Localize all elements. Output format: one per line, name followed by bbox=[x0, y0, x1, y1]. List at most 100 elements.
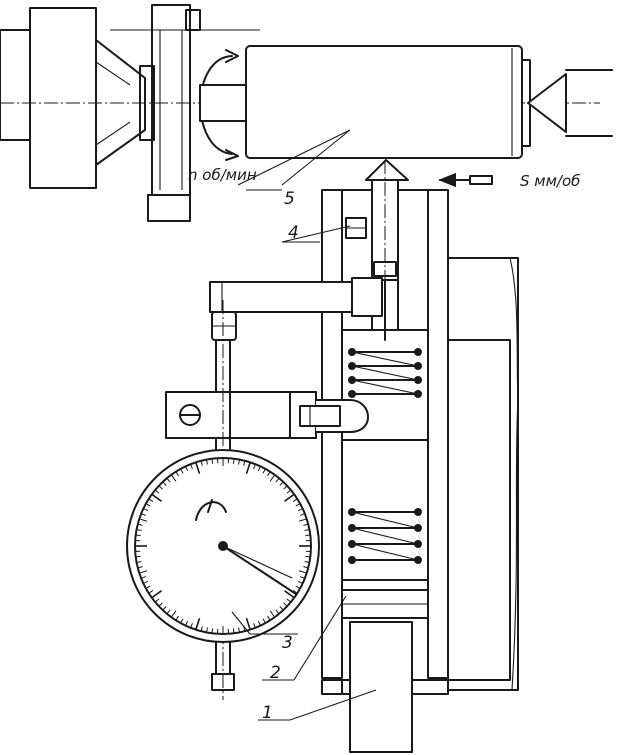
dial-tick bbox=[292, 498, 298, 502]
dial-tick bbox=[190, 463, 193, 470]
part-2-label: 2 bbox=[270, 663, 281, 683]
dial-tick bbox=[195, 462, 201, 474]
dial-tick bbox=[139, 570, 148, 574]
dial-tick bbox=[145, 585, 151, 589]
dial-tick bbox=[262, 618, 266, 624]
dial-tick bbox=[145, 503, 151, 507]
dial-tick bbox=[238, 459, 240, 465]
dial-tick bbox=[154, 489, 160, 494]
dial-tick bbox=[143, 580, 149, 584]
guide-plate bbox=[447, 257, 519, 691]
dial-indicator bbox=[126, 449, 320, 643]
dial-tick bbox=[283, 485, 288, 490]
part-1-label: 1 bbox=[262, 703, 273, 723]
dial-tick bbox=[200, 626, 203, 632]
dial-tick bbox=[185, 466, 189, 472]
dial-tick bbox=[253, 622, 256, 629]
dial-tick bbox=[279, 481, 284, 486]
dial-tick bbox=[253, 463, 256, 470]
dial-tick bbox=[257, 466, 261, 472]
part-4-label: 4 bbox=[288, 223, 299, 243]
indicator-mount-bracket bbox=[165, 391, 369, 439]
dial-tick bbox=[295, 503, 301, 507]
dial-tick bbox=[305, 534, 311, 537]
rotation-label: n об/мин bbox=[188, 166, 257, 184]
dial-needle bbox=[222, 545, 297, 595]
feed-arrow-icon bbox=[438, 172, 493, 188]
dial-tick bbox=[284, 590, 295, 599]
dial-tick bbox=[195, 618, 201, 630]
dial-tick bbox=[143, 508, 149, 512]
lower-spring bbox=[347, 508, 423, 581]
dial-tick bbox=[206, 459, 208, 465]
indicator-lever-arm bbox=[209, 277, 383, 317]
dial-tick bbox=[298, 570, 307, 574]
leader-lines bbox=[231, 129, 377, 721]
dial-tick bbox=[286, 489, 292, 494]
dial-tick bbox=[257, 620, 261, 626]
dial-tick bbox=[211, 458, 214, 464]
dial-tick bbox=[148, 590, 154, 594]
feed-label: S мм/об bbox=[520, 172, 580, 190]
dial-tick bbox=[170, 474, 177, 482]
dial-tick bbox=[211, 628, 214, 634]
dial-tick bbox=[303, 566, 309, 569]
dial-tick bbox=[267, 471, 271, 477]
dial-tick bbox=[200, 460, 203, 466]
dial-tick bbox=[140, 513, 147, 516]
dial-tick bbox=[162, 481, 167, 486]
dial-tick bbox=[267, 615, 271, 621]
dial-tick bbox=[135, 534, 141, 537]
dial-tick bbox=[137, 523, 143, 526]
dial-tick bbox=[137, 566, 143, 569]
dial-tick bbox=[166, 477, 171, 483]
set-screw bbox=[345, 217, 367, 239]
dial-tick bbox=[262, 468, 266, 474]
dial-tick bbox=[299, 513, 306, 516]
dial-tick bbox=[206, 627, 208, 633]
dial-tick bbox=[243, 460, 246, 466]
dial-tick bbox=[303, 523, 309, 526]
dial-tick bbox=[139, 518, 148, 522]
dial-tick bbox=[136, 561, 142, 563]
dial-tick bbox=[185, 620, 189, 626]
dial-tick bbox=[136, 529, 142, 531]
dial-tick bbox=[245, 618, 251, 630]
dial-tick bbox=[286, 598, 292, 603]
dial-tick bbox=[180, 468, 184, 474]
probe-tip bbox=[365, 159, 409, 341]
dial-tick bbox=[298, 518, 307, 522]
dial-tick bbox=[158, 602, 163, 607]
dial-tick bbox=[279, 606, 284, 611]
indicator-contact bbox=[211, 311, 237, 393]
dial-tick bbox=[151, 493, 162, 502]
dial-tick bbox=[283, 602, 288, 607]
dial-tick bbox=[245, 462, 251, 474]
dial-tick bbox=[275, 609, 280, 615]
dial-tick bbox=[297, 508, 303, 512]
dial-tick bbox=[232, 458, 235, 464]
dial-tick bbox=[148, 498, 154, 502]
workpiece-shaft bbox=[199, 45, 613, 159]
dial-tick bbox=[275, 477, 280, 483]
dial-tick bbox=[151, 590, 162, 599]
dial-tick bbox=[304, 561, 310, 563]
dial-tick bbox=[284, 493, 295, 502]
dial-tick bbox=[269, 610, 276, 618]
dial-tick bbox=[295, 585, 301, 589]
dial-tick bbox=[175, 615, 179, 621]
dial-tick bbox=[292, 590, 298, 594]
dial-tick bbox=[297, 580, 303, 584]
dial-ticks bbox=[135, 458, 311, 634]
dial-tick bbox=[190, 622, 193, 629]
part-3-label: 3 bbox=[282, 633, 293, 653]
dial-tick bbox=[162, 606, 167, 611]
dial-tick bbox=[166, 609, 171, 615]
sleeve bbox=[341, 589, 429, 619]
dial-tick bbox=[180, 618, 184, 624]
dial-tick bbox=[135, 555, 141, 558]
dial-tick bbox=[269, 474, 276, 482]
driving-dog bbox=[147, 4, 201, 222]
dial-tick bbox=[299, 576, 306, 579]
